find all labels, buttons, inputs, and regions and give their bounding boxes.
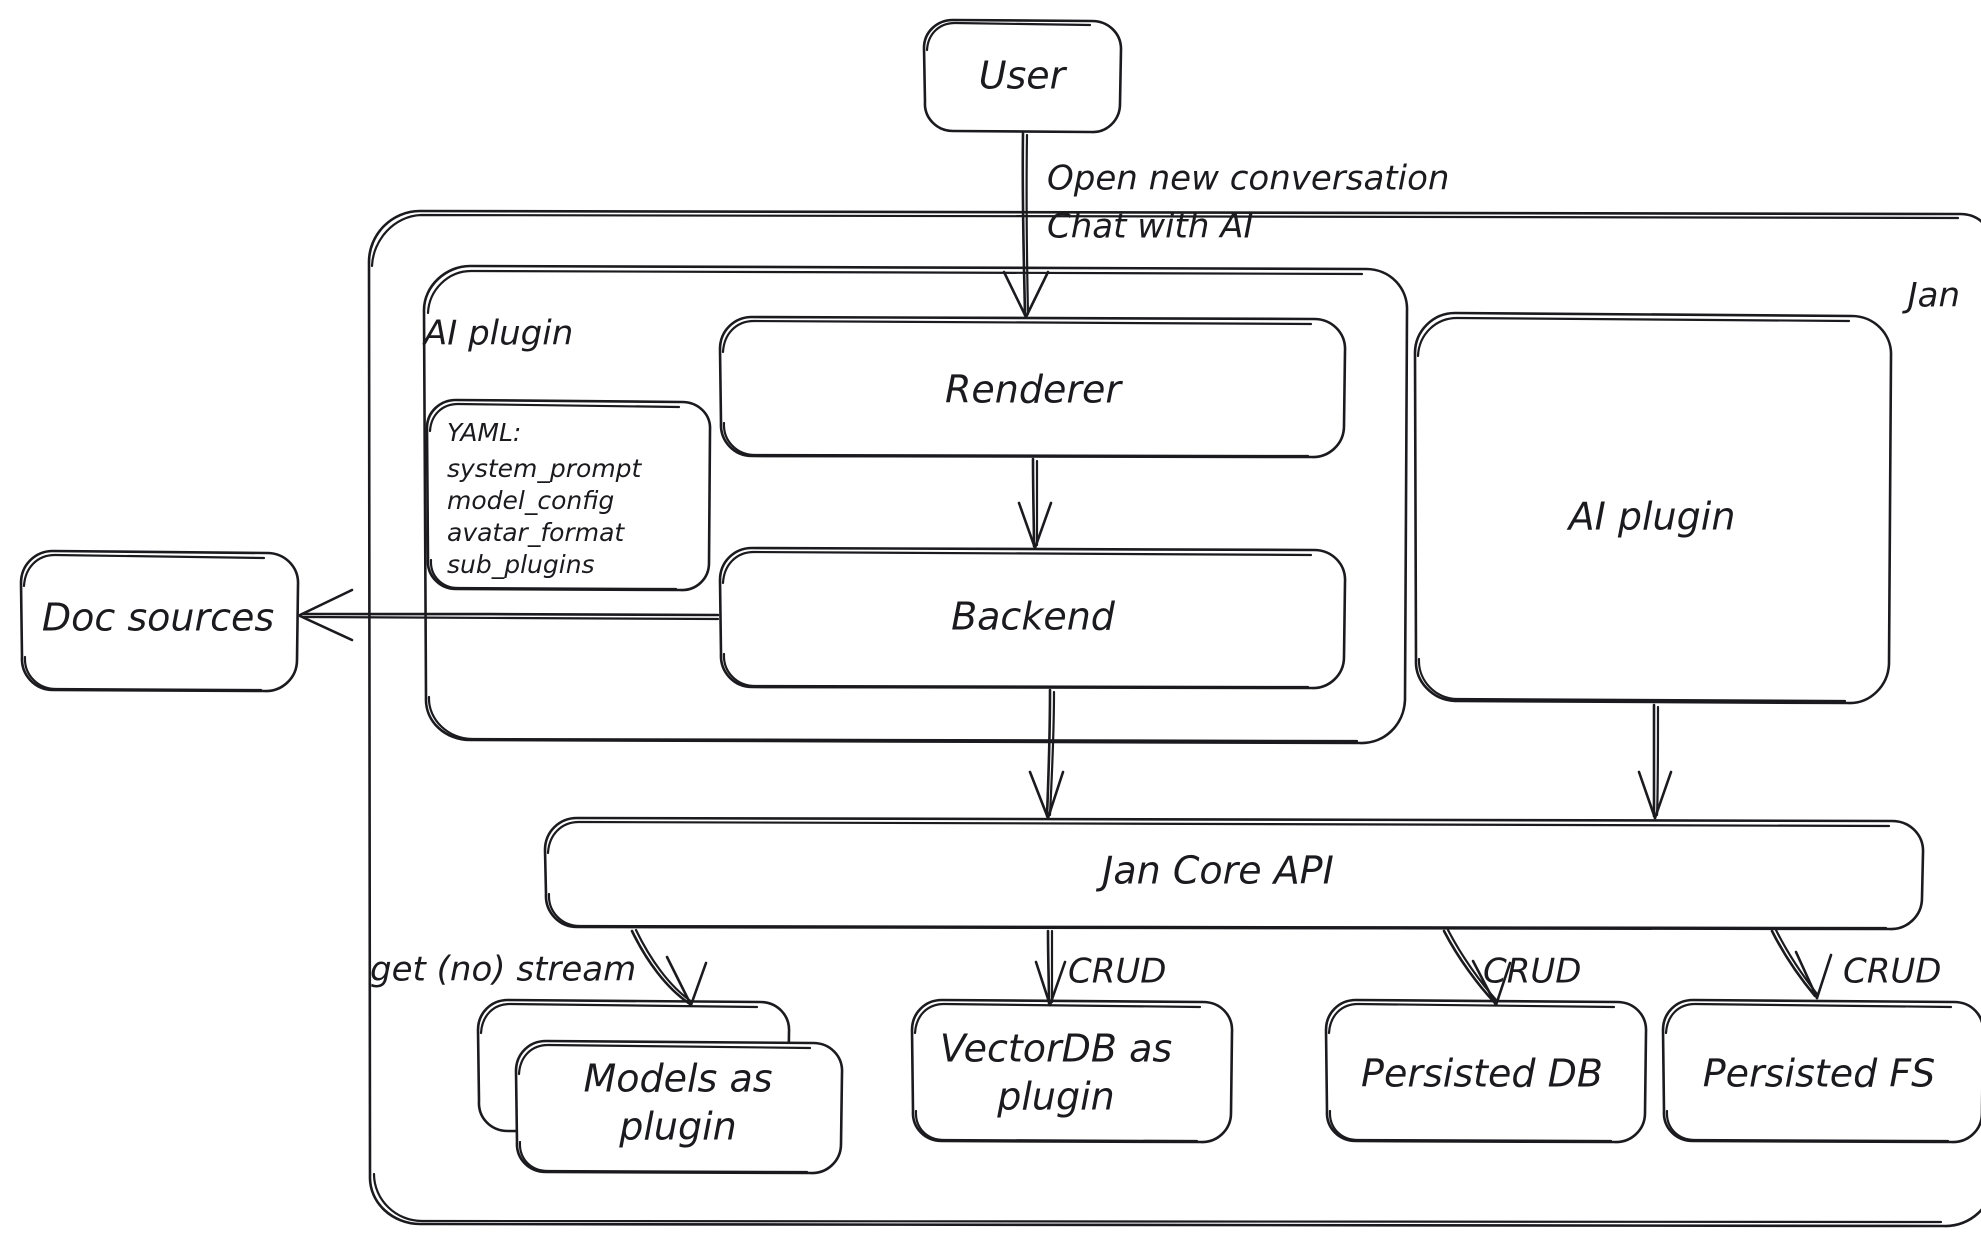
- container-ai-plugin-group-label: AI plugin: [422, 314, 573, 354]
- card-yaml: [425, 398, 712, 592]
- node-models-plugin[interactable]: [476, 998, 844, 1175]
- edge-core-to-models-label: get (no) stream: [370, 950, 636, 990]
- node-persisted-fs-label: Persisted FS: [1703, 1052, 1936, 1096]
- node-ai-plugin-right-label: AI plugin: [1566, 495, 1736, 539]
- node-persisted-db[interactable]: [1324, 998, 1648, 1144]
- card-yaml-item-1: model_config: [447, 486, 614, 515]
- node-models-plugin-label-line2: plugin: [618, 1105, 737, 1149]
- edge-core-to-persisted-fs-label: CRUD: [1843, 952, 1941, 992]
- edge-ai-plugin-to-core: [1637, 703, 1673, 820]
- edge-backend-to-core: [1028, 688, 1065, 820]
- edge-core-to-persisted-db-label: CRUD: [1483, 952, 1581, 992]
- node-persisted-fs[interactable]: [1661, 998, 1981, 1144]
- node-ai-plugin-right[interactable]: [1413, 311, 1893, 705]
- node-renderer[interactable]: [718, 315, 1347, 459]
- card-yaml-item-2: avatar_format: [447, 518, 625, 547]
- node-persisted-db-label: Persisted DB: [1361, 1052, 1603, 1096]
- node-models-plugin-label-line1: Models as: [583, 1057, 772, 1101]
- node-doc-sources-label: Doc sources: [42, 596, 274, 640]
- node-user[interactable]: [922, 18, 1123, 134]
- node-user-label: User: [979, 54, 1068, 98]
- card-yaml-title: YAML:: [447, 418, 521, 447]
- edge-user-to-renderer-label-line1: Open new conversation: [1047, 159, 1449, 199]
- node-renderer-label: Renderer: [945, 368, 1123, 412]
- node-jan-core-api-label: Jan Core API: [1095, 849, 1334, 893]
- edge-core-to-vectordb: [1034, 929, 1067, 1007]
- edge-backend-to-doc-sources: [298, 588, 720, 642]
- node-vectordb-plugin[interactable]: [910, 998, 1234, 1144]
- node-vectordb-plugin-label-line2: plugin: [996, 1075, 1115, 1119]
- edge-core-to-persisted-db: [1442, 928, 1512, 1007]
- card-yaml-item-3: sub_plugins: [447, 550, 595, 579]
- node-jan-core-api[interactable]: [543, 816, 1925, 931]
- card-yaml-item-0: system_prompt: [447, 454, 643, 483]
- node-backend-label: Backend: [951, 595, 1116, 639]
- edge-core-to-models: [630, 928, 708, 1007]
- edge-core-to-persisted-fs: [1770, 928, 1833, 1000]
- edge-core-to-vectordb-label: CRUD: [1068, 952, 1166, 992]
- edge-renderer-to-backend: [1017, 457, 1053, 550]
- container-jan-label: Jan: [1902, 276, 1960, 316]
- edge-user-to-renderer-label-line2: Chat with AI: [1047, 207, 1254, 247]
- node-doc-sources[interactable]: [19, 549, 300, 693]
- edge-user-to-renderer: [1002, 131, 1050, 319]
- node-backend[interactable]: [718, 546, 1347, 690]
- node-vectordb-plugin-label-line1: VectorDB as: [940, 1027, 1172, 1071]
